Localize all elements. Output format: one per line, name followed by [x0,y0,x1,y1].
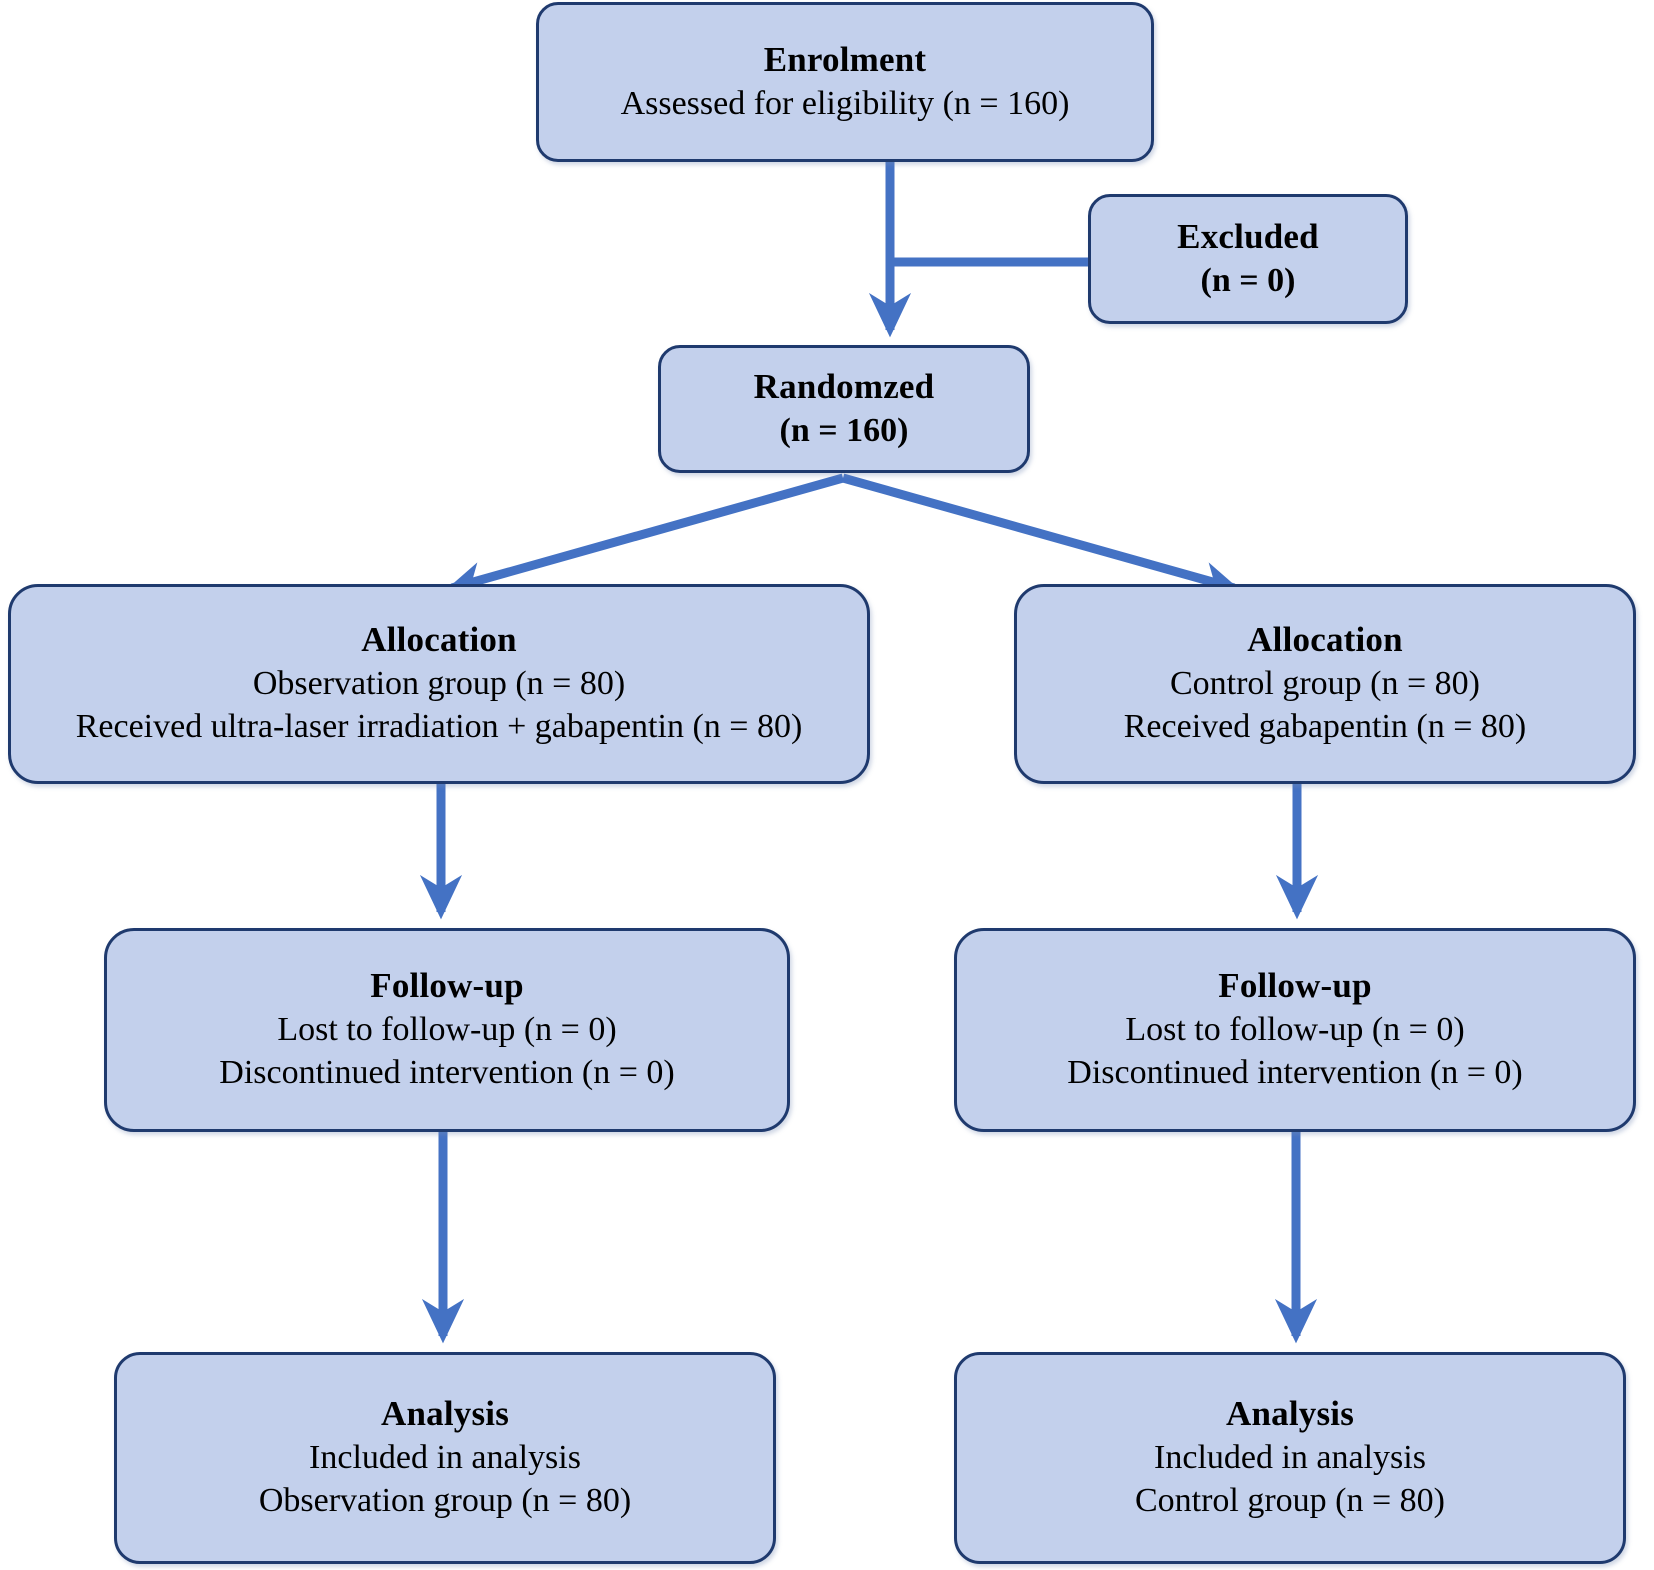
node-followup-observation[interactable]: Follow-up Lost to follow-up (n = 0) Disc… [104,928,790,1132]
node-analysis-control[interactable]: Analysis Included in analysis Control gr… [954,1352,1626,1564]
node-allocation-control-line-1: Control group (n = 80) [1169,664,1481,702]
node-allocation-control[interactable]: Allocation Control group (n = 80) Receiv… [1014,584,1636,784]
node-followup-observation-line-2: Discontinued intervention (n = 0) [219,1054,675,1092]
node-analysis-observation-header: Analysis [380,1394,510,1434]
node-analysis-control-line-1: Included in analysis [1154,1438,1426,1476]
node-allocation-observation-header: Allocation [361,620,517,660]
node-enrolment-line-1: Assessed for eligibility (n = 160) [620,84,1070,122]
node-followup-control-line-2: Discontinued intervention (n = 0) [1067,1054,1523,1092]
node-excluded[interactable]: Excluded (n = 0) [1088,194,1408,324]
node-analysis-control-header: Analysis [1225,1394,1355,1434]
node-analysis-control-line-2: Control group (n = 80) [1134,1482,1446,1520]
connector-randomized-to-allocation-right [841,473,1241,597]
node-followup-control[interactable]: Follow-up Lost to follow-up (n = 0) Disc… [954,928,1636,1132]
node-followup-observation-line-1: Lost to follow-up (n = 0) [277,1010,617,1048]
node-analysis-observation[interactable]: Analysis Included in analysis Observatio… [114,1352,776,1564]
node-allocation-control-line-2: Received gabapentin (n = 80) [1123,708,1527,746]
node-analysis-observation-line-1: Included in analysis [309,1438,581,1476]
node-randomized-line-1: (n = 160) [779,411,909,449]
node-excluded-header: Excluded [1177,216,1319,256]
node-randomized[interactable]: Randomzed (n = 160) [658,345,1030,473]
node-followup-control-header: Follow-up [1218,966,1372,1006]
node-allocation-observation-line-2: Received ultra-laser irradiation + gabap… [75,708,803,746]
node-randomized-header: Randomzed [753,366,935,406]
node-followup-control-line-1: Lost to follow-up (n = 0) [1125,1010,1465,1048]
node-allocation-observation[interactable]: Allocation Observation group (n = 80) Re… [8,584,870,784]
node-excluded-line-1: (n = 0) [1200,261,1296,299]
node-allocation-observation-line-1: Observation group (n = 80) [252,664,626,702]
node-analysis-observation-line-2: Observation group (n = 80) [258,1482,632,1520]
node-followup-observation-header: Follow-up [370,966,524,1006]
node-enrolment[interactable]: Enrolment Assessed for eligibility (n = … [536,2,1154,162]
node-enrolment-header: Enrolment [763,39,927,79]
node-allocation-control-header: Allocation [1247,620,1403,660]
connector-randomized-to-allocation-left [445,473,845,597]
